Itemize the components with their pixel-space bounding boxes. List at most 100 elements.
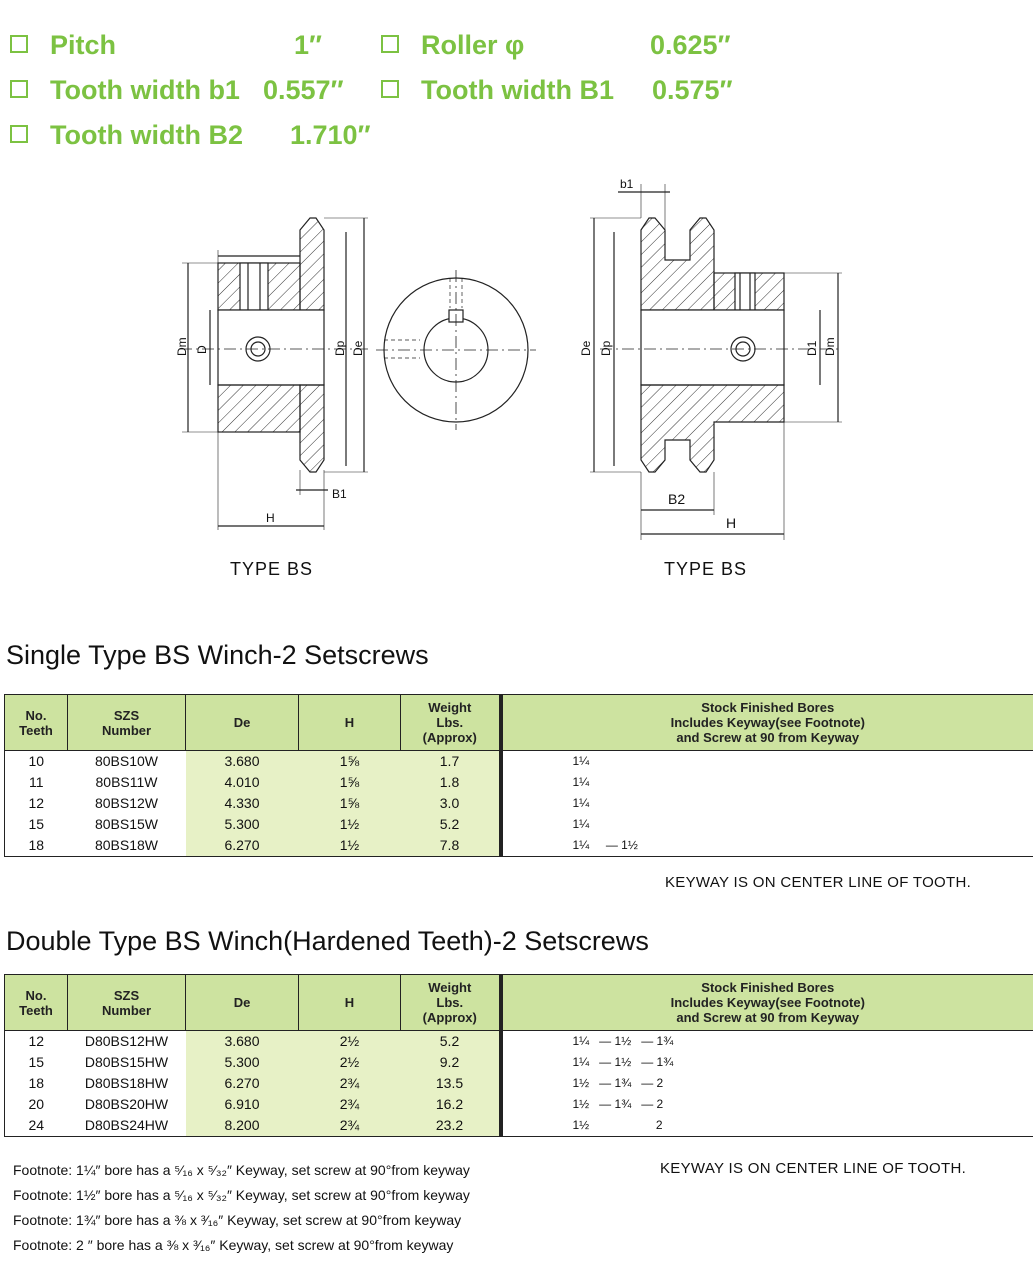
table-cell: 11 (4, 772, 68, 793)
table-cell: 80BS11W (67, 772, 186, 793)
dim-label-de-right: De (579, 340, 593, 356)
table-cell: D80BS24HW (67, 1115, 186, 1137)
header-de: De (185, 974, 299, 1031)
table-cell: 2¾ (298, 1115, 401, 1137)
checkbox-icon (10, 80, 28, 98)
table-cell: 20 (4, 1094, 68, 1115)
table-cell: 6.270 (185, 1073, 299, 1094)
spec-value: 1″ (294, 30, 322, 60)
table-cell: 12 (4, 793, 68, 814)
header-bores: Stock Finished Bores Includes Keyway(see… (498, 974, 1033, 1031)
sprocket-drawings: Dm D Dp De B1 H b1 De Dp D1 Dm B2 H (175, 177, 842, 540)
table-cell: 1⅝ (298, 750, 401, 772)
table-cell: 1½ — 1¾ — 2 (498, 1073, 1033, 1094)
table-cell: D80BS20HW (67, 1094, 186, 1115)
table-cell: 4.330 (185, 793, 299, 814)
checkbox-icon (381, 35, 399, 53)
table-cell: 5.2 (400, 814, 501, 835)
header-text: De (233, 995, 251, 1010)
table-cell: 1.7 (400, 750, 501, 772)
header-teeth: No. Teeth (4, 974, 68, 1031)
table-cell: D80BS12HW (67, 1030, 186, 1052)
dim-label-dm: Dm (175, 337, 189, 356)
dim-label-dm-right: Dm (823, 337, 837, 356)
table-cell: 1¼ (498, 814, 1033, 835)
right-section-view (590, 184, 842, 540)
table-cell: 18 (4, 1073, 68, 1094)
header-weight: Weight Lbs. (Approx) (400, 694, 501, 751)
footnote-line: Footnote: 1½″ bore has a ⁵⁄₁₆ x ⁵⁄₃₂″ Ke… (13, 1187, 470, 1203)
table-cell: 1½ — 1¾ — 2 (498, 1094, 1033, 1115)
table-cell: 1¼ — 1½ (498, 835, 1033, 857)
checkbox-icon (10, 125, 28, 143)
left-section-view (180, 217, 370, 530)
table-cell: 9.2 (400, 1052, 501, 1073)
table-cell: 6.270 (185, 835, 299, 857)
header-text: Stock Finished Bores Includes Keyway(see… (670, 980, 865, 1025)
table-cell: 2½ (298, 1030, 401, 1052)
table-cell: 3.680 (185, 750, 299, 772)
header-h: H (298, 974, 401, 1031)
dim-label-d: D (195, 345, 209, 354)
table-cell: 1½ (298, 814, 401, 835)
header-text: No. Teeth (19, 707, 53, 738)
header-number: SZS Number (67, 974, 186, 1031)
table-cell: 8.200 (185, 1115, 299, 1137)
table-cell: D80BS18HW (67, 1073, 186, 1094)
dim-label-b1-small: b1 (620, 177, 634, 191)
header-de: De (185, 694, 299, 751)
header-teeth: No. Teeth (4, 694, 68, 751)
table-cell: 1.8 (400, 772, 501, 793)
dim-label-de: De (351, 340, 365, 356)
header-text: Weight Lbs. (Approx) (422, 980, 477, 1025)
table-cell: 7.8 (400, 835, 501, 857)
table-cell: 5.300 (185, 814, 299, 835)
table-cell: 1½ 2 (498, 1115, 1033, 1137)
double-table: No. Teeth SZS Number De H Weight Lbs. (A… (4, 974, 1033, 1137)
table-cell: 13.5 (400, 1073, 501, 1094)
table-cell: 16.2 (400, 1094, 501, 1115)
table-cell: 23.2 (400, 1115, 501, 1137)
table-cell: 1⅝ (298, 793, 401, 814)
footnote-line: Footnote: 1¼″ bore has a ⁵⁄₁₆ x ⁵⁄₃₂″ Ke… (13, 1162, 470, 1178)
table-cell: 24 (4, 1115, 68, 1137)
dim-label-dp: Dp (333, 340, 347, 356)
header-text: Weight Lbs. (Approx) (422, 700, 477, 745)
header-text: No. Teeth (19, 987, 53, 1018)
left-type-label: TYPE BS (230, 559, 314, 579)
table-cell: 2½ (298, 1052, 401, 1073)
table-cell: 1¼ (498, 772, 1033, 793)
table-cell: 1½ (298, 835, 401, 857)
header-text: De (233, 715, 251, 730)
table-cell: 10 (4, 750, 68, 772)
table-cell: 15 (4, 814, 68, 835)
table-cell: 2¾ (298, 1094, 401, 1115)
double-keyway-note: KEYWAY IS ON CENTER LINE OF TOOTH. (660, 1160, 967, 1177)
end-view (376, 270, 536, 430)
header-weight: Weight Lbs. (Approx) (400, 974, 501, 1031)
checkbox-icon (10, 35, 28, 53)
table-cell: 3.680 (185, 1030, 299, 1052)
spec-label: Tooth width b1 (50, 75, 240, 105)
spec-label: Roller φ (421, 30, 525, 60)
right-type-label: TYPE BS (664, 559, 748, 579)
header-text: SZS Number (101, 987, 152, 1018)
header-text: H (344, 715, 355, 730)
header-number: SZS Number (67, 694, 186, 751)
table-cell: 1¼ (498, 750, 1033, 772)
spec-label: Pitch (50, 30, 117, 60)
spec-value: 0.557″ (263, 75, 344, 105)
table-cell: 6.910 (185, 1094, 299, 1115)
single-table: No. Teeth SZS Number De H Weight Lbs. (A… (4, 694, 1033, 857)
spec-value: 0.575″ (652, 75, 733, 105)
table-cell: 80BS15W (67, 814, 186, 835)
